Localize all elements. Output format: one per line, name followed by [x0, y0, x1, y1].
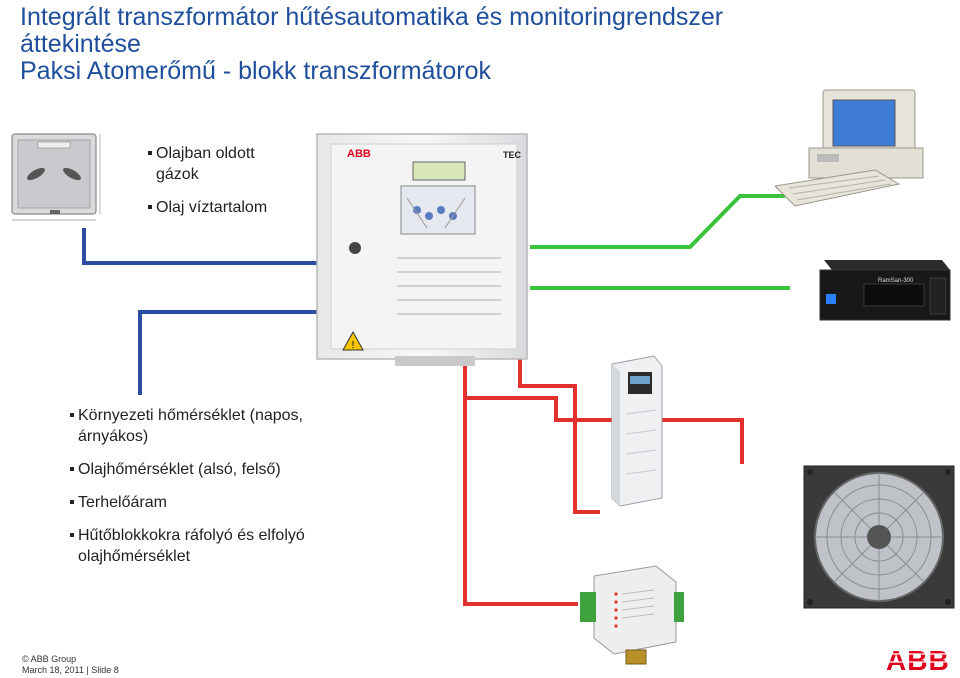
svg-text:ABB: ABB [886, 646, 950, 672]
blue-wire-sensor [82, 228, 322, 265]
footer-date: March 18, 2011 [22, 665, 84, 675]
red-wire-fan [465, 396, 744, 464]
top-bullet-list: Olajban oldott gázok Olaj víztartalom [148, 143, 298, 218]
frequency-drive [598, 354, 668, 508]
footer-slide-number: Slide 8 [91, 665, 119, 675]
server-storage-unit: RamSan-300 [812, 254, 952, 326]
bullet-ambient-temperature: Környezeti hőmérséklet (napos, árnyákos) [70, 405, 363, 447]
desktop-computer [773, 88, 925, 214]
bullet-water-content: Olaj víztartalom [148, 197, 298, 218]
red-wire-io-module [463, 365, 578, 606]
bullet-cooler-oil-temperature: Hűtőblokkokra ráfolyó és elfolyó olajhőm… [70, 525, 363, 567]
footer-date-slide: March 18, 2011 | Slide 8 [22, 665, 119, 676]
cabinet-brand-label: ABB [347, 148, 371, 160]
bottom-bullet-list: Környezeti hőmérséklet (napos, árnyákos)… [70, 405, 370, 567]
title-line-2: áttekintése [20, 30, 141, 58]
footer-separator: | [86, 665, 89, 675]
cooling-fan [800, 462, 958, 612]
blue-wire-bullets [138, 310, 322, 395]
io-module [576, 562, 686, 670]
cabinet-tec-label: TEC [503, 150, 521, 160]
abb-logo: ABB [886, 645, 952, 676]
slide-title: Integrált transzformátor hűtésautomatika… [20, 4, 950, 85]
svg-text:!: ! [352, 340, 355, 351]
bullet-oil-temperature: Olajhőmérséklet (alsó, felső) [70, 459, 370, 480]
server-model-label: RamSan-300 [878, 278, 914, 284]
tec-cabinet: ! ABB TEC [305, 118, 537, 370]
title-line-1: Integrált transzformátor hűtésautomatika… [20, 3, 724, 31]
green-wire-pc [530, 194, 785, 249]
bullet-load-current: Terhelőáram [70, 492, 370, 513]
gas-sensor-device [10, 130, 101, 221]
footer-copyright: © ABB Group [22, 654, 77, 664]
slide-footer: © ABB Group March 18, 2011 | Slide 8 [22, 654, 119, 676]
bullet-dissolved-gas: Olajban oldott gázok [148, 143, 266, 185]
title-line-3: Paksi Atomerőmű - blokk transzformátorok [20, 57, 491, 85]
red-wire-drive [518, 358, 600, 514]
